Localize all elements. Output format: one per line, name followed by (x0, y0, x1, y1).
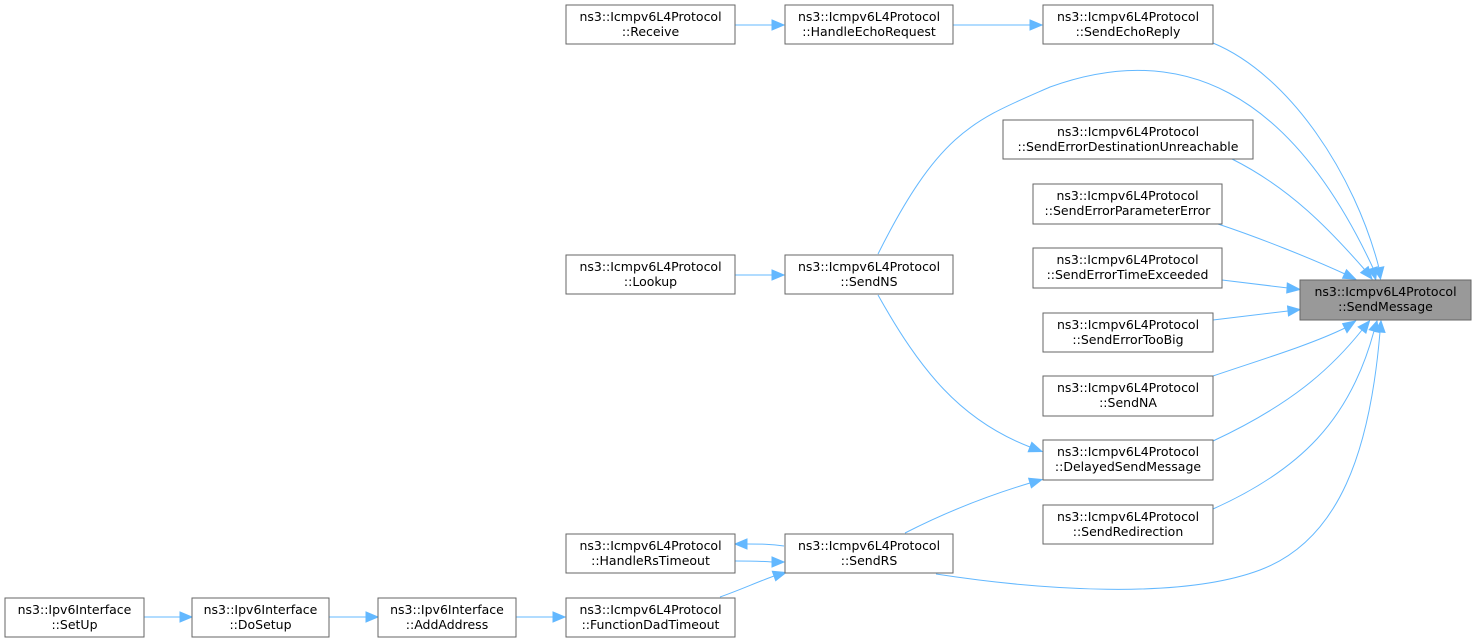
node-send-rs-line2: ::SendRS (841, 553, 898, 568)
node-send-na-line1: ns3::Icmpv6L4Protocol (1057, 380, 1199, 395)
node-send-message-line1: ns3::Icmpv6L4Protocol (1314, 284, 1456, 299)
edge-receive-to-handle-echo-request (735, 19, 786, 31)
node-lookup-line1: ns3::Icmpv6L4Protocol (579, 259, 721, 274)
edge-send-ns-to-delayed-send (877, 294, 1044, 453)
node-send-error-dest-line1: ns3::Icmpv6L4Protocol (1057, 124, 1199, 139)
node-set-up-line1: ns3::Ipv6Interface (18, 602, 132, 617)
node-send-error-time[interactable]: ns3::Icmpv6L4Protocol ::SendErrorTimeExc… (1032, 247, 1223, 289)
node-handle-echo-request-line2: ::HandleEchoRequest (802, 24, 936, 39)
node-add-address-line2: ::AddAddress (406, 617, 488, 632)
node-send-error-time-line1: ns3::Icmpv6L4Protocol (1056, 252, 1198, 267)
node-send-error-dest[interactable]: ns3::Icmpv6L4Protocol ::SendErrorDestina… (1002, 119, 1254, 160)
node-send-redirection[interactable]: ns3::Icmpv6L4Protocol ::SendRedirection (1042, 504, 1214, 545)
node-send-na-line2: ::SendNA (1099, 395, 1157, 410)
node-send-redirection-line2: ::SendRedirection (1073, 524, 1184, 539)
node-send-error-dest-line2: ::SendErrorDestinationUnreachable (1018, 139, 1239, 154)
node-function-dad-line1: ns3::Icmpv6L4Protocol (579, 602, 721, 617)
node-send-na[interactable]: ns3::Icmpv6L4Protocol ::SendNA (1042, 375, 1214, 417)
edge-send-error-time-to-send-message (1221, 279, 1302, 294)
edge-send-rs-to-send-message (935, 319, 1386, 590)
edge-send-rs-to-delayed-send (904, 477, 1044, 534)
edge-send-na-to-send-message (1212, 320, 1357, 377)
node-send-echo-reply-line2: ::SendEchoReply (1076, 24, 1181, 39)
node-send-ns-line2: ::SendNS (840, 274, 897, 289)
edge-handle-echo-request-to-send-echo-reply (953, 19, 1044, 31)
edge-send-error-dest-to-send-message (1231, 158, 1373, 281)
node-send-error-toobig-line2: ::SendErrorTooBig (1072, 332, 1183, 347)
node-send-echo-reply-line1: ns3::Icmpv6L4Protocol (1057, 9, 1199, 24)
node-send-rs-line1: ns3::Icmpv6L4Protocol (798, 538, 940, 553)
node-send-redirection-line1: ns3::Icmpv6L4Protocol (1057, 509, 1199, 524)
edge-send-error-param-to-send-message (1217, 223, 1357, 280)
edge-do-setup-to-add-address (329, 611, 380, 623)
edge-send-error-toobig-to-send-message (1212, 305, 1302, 321)
edge-delayed-send-to-send-message (1212, 320, 1371, 442)
node-do-setup-line2: ::DoSetup (229, 617, 291, 632)
nodes: ns3::Icmpv6L4Protocol ::SendMessage ns3:… (4, 4, 1472, 638)
node-lookup[interactable]: ns3::Icmpv6L4Protocol ::Lookup (565, 254, 736, 295)
node-send-message[interactable]: ns3::Icmpv6L4Protocol ::SendMessage (1299, 279, 1472, 321)
node-send-error-toobig[interactable]: ns3::Icmpv6L4Protocol ::SendErrorTooBig (1042, 312, 1214, 353)
node-receive[interactable]: ns3::Icmpv6L4Protocol ::Receive (565, 4, 736, 45)
node-send-error-param-line1: ns3::Icmpv6L4Protocol (1056, 188, 1198, 203)
node-handle-rs-timeout[interactable]: ns3::Icmpv6L4Protocol ::HandleRsTimeout (565, 533, 736, 574)
node-handle-rs-timeout-line2: ::HandleRsTimeout (591, 553, 710, 568)
edge-send-rs-to-handle-rs-timeout (733, 538, 785, 550)
edge-handle-rs-timeout-to-send-rs (734, 556, 786, 568)
node-add-address[interactable]: ns3::Ipv6Interface ::AddAddress (377, 597, 517, 638)
node-handle-rs-timeout-line1: ns3::Icmpv6L4Protocol (579, 538, 721, 553)
node-do-setup[interactable]: ns3::Ipv6Interface ::DoSetup (191, 597, 330, 638)
node-set-up-line2: ::SetUp (51, 617, 97, 632)
edge-set-up-to-do-setup (144, 611, 194, 623)
edge-send-redirection-to-send-message (1212, 319, 1380, 510)
node-lookup-line2: ::Lookup (624, 274, 677, 289)
node-send-error-toobig-line1: ns3::Icmpv6L4Protocol (1057, 317, 1199, 332)
node-send-error-param-line2: ::SendErrorParameterError (1045, 203, 1212, 218)
node-receive-line2: ::Receive (622, 24, 680, 39)
node-delayed-send-line1: ns3::Icmpv6L4Protocol (1057, 444, 1199, 459)
node-send-message-line2: ::SendMessage (1338, 299, 1433, 314)
node-function-dad-line2: ::FunctionDadTimeout (582, 617, 720, 632)
edge-send-ns-to-send-message (877, 69, 1378, 281)
node-handle-echo-request[interactable]: ns3::Icmpv6L4Protocol ::HandleEchoReques… (784, 4, 954, 45)
edges (144, 19, 1386, 623)
node-add-address-line1: ns3::Ipv6Interface (390, 602, 504, 617)
node-function-dad[interactable]: ns3::Icmpv6L4Protocol ::FunctionDadTimeo… (565, 597, 736, 638)
edge-function-dad-to-send-rs (719, 570, 788, 598)
node-handle-echo-request-line1: ns3::Icmpv6L4Protocol (798, 9, 940, 24)
node-send-rs[interactable]: ns3::Icmpv6L4Protocol ::SendRS (784, 533, 954, 574)
edge-add-address-to-function-dad (516, 611, 567, 623)
edge-lookup-to-send-ns (735, 269, 786, 281)
node-send-error-param[interactable]: ns3::Icmpv6L4Protocol ::SendErrorParamet… (1032, 183, 1223, 225)
node-receive-line1: ns3::Icmpv6L4Protocol (579, 9, 721, 24)
node-send-echo-reply[interactable]: ns3::Icmpv6L4Protocol ::SendEchoReply (1042, 4, 1214, 45)
edge-send-echo-reply-to-send-message (1212, 42, 1385, 281)
node-delayed-send-line2: ::DelayedSendMessage (1055, 459, 1201, 474)
node-send-error-time-line2: ::SendErrorTimeExceeded (1047, 267, 1209, 282)
node-do-setup-line1: ns3::Ipv6Interface (204, 602, 318, 617)
node-send-ns-line1: ns3::Icmpv6L4Protocol (798, 259, 940, 274)
node-set-up[interactable]: ns3::Ipv6Interface ::SetUp (4, 597, 145, 638)
node-delayed-send[interactable]: ns3::Icmpv6L4Protocol ::DelayedSendMessa… (1042, 439, 1214, 481)
node-send-ns[interactable]: ns3::Icmpv6L4Protocol ::SendNS (784, 254, 954, 295)
